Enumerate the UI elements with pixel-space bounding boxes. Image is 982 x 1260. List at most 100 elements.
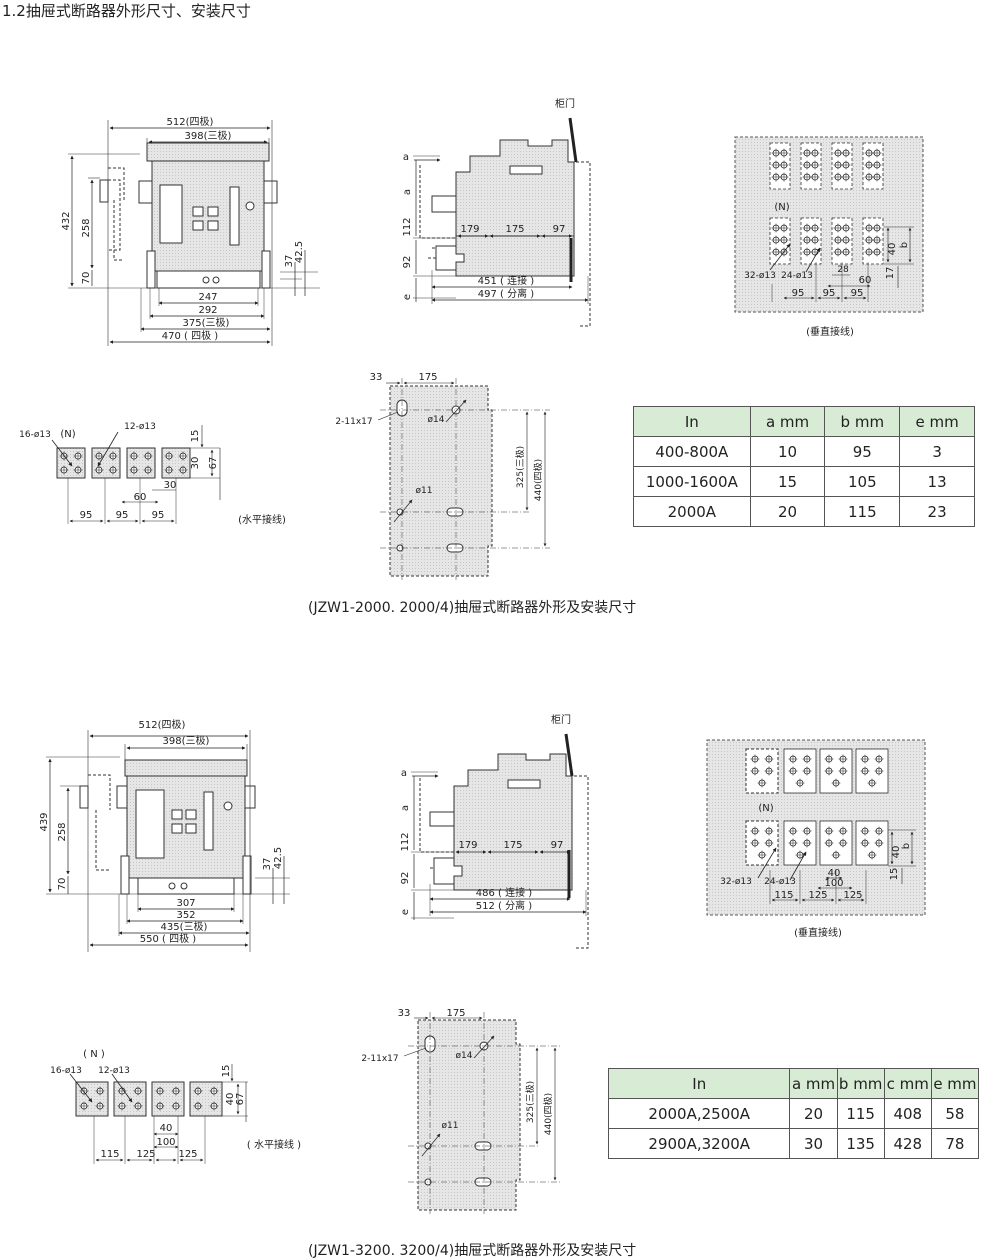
hole-d11: ø11 — [416, 486, 433, 496]
dim-92: 92 — [402, 256, 413, 269]
dim-307: 307 — [176, 898, 195, 909]
dim-325-three-pole: 325(三极) — [514, 446, 526, 488]
dim-398-three-pole-2: 398(三极) — [163, 734, 210, 747]
rating-table-1: In a mm b mm e mm 400-800A 10 95 3 1000-… — [633, 406, 975, 527]
table-cell: 408 — [883, 1098, 932, 1129]
table-cell: 400-800A — [633, 436, 751, 467]
vertical-wiring-label-2: (垂直接线) — [794, 926, 842, 939]
dim-92-2: 92 — [400, 872, 411, 885]
dim-97-2: 97 — [551, 840, 564, 851]
dim-179-2: 179 — [458, 840, 477, 851]
table2-header-in: In — [607, 1068, 791, 1099]
dim-451-connected: 451 ( 连接 ) — [478, 274, 535, 287]
dim-325-three-pole-2: 325(三极) — [524, 1081, 536, 1123]
dim-40-h2: 40 — [225, 1093, 236, 1106]
neutral-label: (N) — [774, 202, 789, 213]
dim-33: 33 — [370, 372, 383, 383]
table2-header-a: a mm — [789, 1068, 838, 1099]
holes-12-d13-2: 12-ø13 — [98, 1066, 130, 1076]
holes-24-d13-2: 24-ø13 — [764, 877, 796, 887]
table-cell: 10 — [749, 436, 826, 467]
dim-432: 432 — [61, 211, 72, 230]
slot-2-11x17: 2-11x17 — [335, 417, 372, 427]
horizontal-wiring-label: (水平接线) — [238, 513, 286, 526]
table-cell: 15 — [749, 466, 826, 497]
slot-2-11x17-2: 2-11x17 — [361, 1054, 398, 1064]
section2-caption: (JZW1-3200. 3200/4)抽屉式断路器外形及安装尺寸 — [308, 1243, 637, 1259]
dim-440-four-pole-2: 440(四极) — [542, 1093, 554, 1135]
holes-32-d13: 32-ø13 — [744, 271, 776, 281]
table-cell: 1000-1600A — [633, 466, 751, 497]
side-view-1: 柜门 a a 112 92 e 179 175 97 451 ( 连接 ) 49… — [402, 97, 591, 327]
dim-125-a-2: 125 — [808, 890, 827, 901]
dim-42-5: 42.5 — [294, 241, 305, 263]
dim-100-h2: 100 — [156, 1137, 175, 1148]
dim-175-2: 175 — [503, 840, 522, 851]
hole-d14: ø14 — [428, 415, 445, 425]
table-cell: 20 — [789, 1098, 838, 1129]
holes-32-d13-2: 32-ø13 — [720, 877, 752, 887]
dim-375-three-pole: 375(三极) — [183, 316, 230, 329]
dim-125-a-h2: 125 — [136, 1149, 155, 1160]
dim-67-h2: 67 — [235, 1093, 246, 1106]
dim-a-top: a — [403, 152, 409, 163]
dim-398-three-pole: 398(三极) — [185, 129, 232, 142]
table-cell: 3 — [899, 436, 975, 467]
dim-67: 67 — [208, 457, 219, 470]
holes-16-d13-2: 16-ø13 — [50, 1066, 82, 1076]
dim-95-c: 95 — [152, 510, 165, 521]
dim-550-four-pole: 550 ( 四极 ) — [140, 932, 197, 945]
cabinet-door-label: 柜门 — [555, 97, 575, 110]
dim-15: 15 — [190, 430, 201, 443]
neutral-label-h: (N) — [60, 429, 75, 440]
table2-header-c: c mm — [883, 1068, 932, 1099]
dim-a-top-2: a — [401, 768, 407, 779]
dim-439: 439 — [39, 812, 50, 831]
table-cell: 115 — [824, 496, 901, 527]
dim-95-a: 95 — [792, 288, 805, 299]
cabinet-door-label-2: 柜门 — [551, 713, 571, 726]
table2-header-e: e mm — [930, 1068, 980, 1099]
table-cell: 115 — [836, 1098, 885, 1129]
dim-115-2: 115 — [774, 890, 793, 901]
dim-40-b-h2: 40 — [160, 1123, 173, 1134]
dim-28: 28 — [837, 265, 849, 275]
neutral-label-h-2: ( N ) — [83, 1049, 105, 1060]
dim-175-m2: 175 — [446, 1008, 465, 1019]
dim-292: 292 — [198, 305, 217, 316]
table-cell: 135 — [836, 1128, 885, 1159]
dim-175: 175 — [505, 224, 524, 235]
dim-70-2: 70 — [57, 878, 68, 891]
table-cell: 78 — [930, 1128, 980, 1159]
dim-95-a: 95 — [80, 510, 93, 521]
dim-60: 60 — [859, 275, 872, 286]
horizontal-wiring-2: ( N ) 16-ø13 12-ø13 15 40 67 40 100 115 … — [50, 1049, 301, 1164]
dim-40: 40 — [887, 243, 898, 256]
side-view-2: 柜门 a a 112 92 e 179 175 97 486 ( 连接 ) 51… — [400, 713, 589, 949]
table-cell: 95 — [824, 436, 901, 467]
table2-header-b: b mm — [836, 1068, 885, 1099]
dim-17: 17 — [885, 267, 896, 280]
table-cell: 428 — [883, 1128, 932, 1159]
dim-97: 97 — [553, 224, 566, 235]
dim-15-h2: 15 — [221, 1065, 232, 1078]
dim-42-5-2: 42.5 — [273, 847, 284, 869]
hole-d14-2: ø14 — [456, 1051, 473, 1061]
dim-179: 179 — [460, 224, 479, 235]
dim-e: e — [402, 294, 413, 300]
dim-175: 175 — [418, 372, 437, 383]
dim-497-separated: 497 ( 分离 ) — [478, 287, 535, 300]
dim-70: 70 — [81, 272, 92, 285]
table-cell: 13 — [899, 466, 975, 497]
dim-112-2: 112 — [400, 832, 411, 851]
table1-header-b: b mm — [824, 406, 901, 437]
dim-125-b-h2: 125 — [178, 1149, 197, 1160]
dim-112: 112 — [402, 217, 413, 236]
table-cell: 2000A,2500A — [607, 1098, 791, 1129]
dim-115-h2: 115 — [100, 1149, 119, 1160]
dim-30: 30 — [190, 457, 201, 470]
table1-header-e: e mm — [899, 406, 975, 437]
dim-512-four-pole-2: 512(四极) — [139, 718, 186, 731]
hole-d11-2: ø11 — [442, 1121, 459, 1131]
